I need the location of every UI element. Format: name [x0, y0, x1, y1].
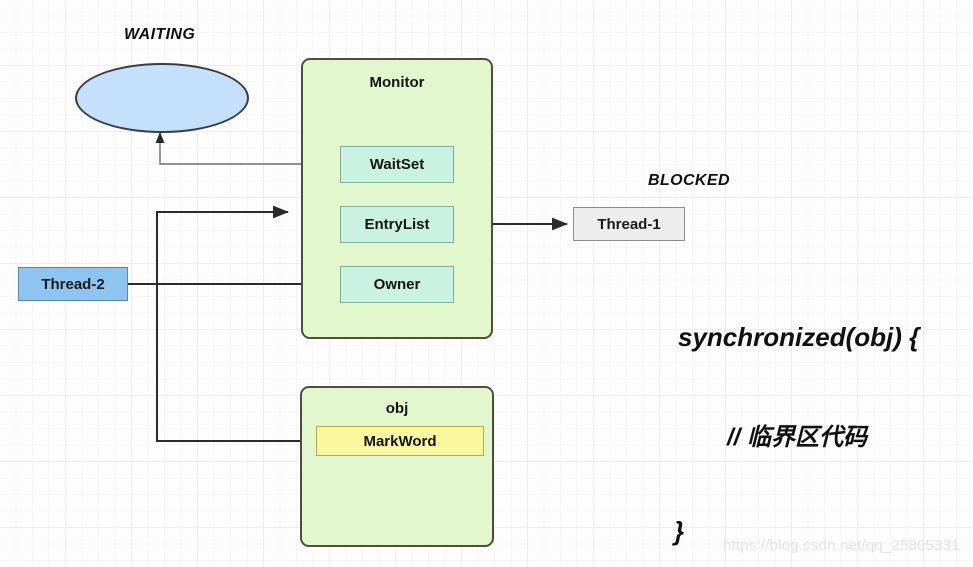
monitor-slot-waitset[interactable]: WaitSet	[340, 146, 454, 183]
thread-1-box[interactable]: Thread-1	[573, 207, 685, 241]
monitor-title: Monitor	[369, 74, 425, 91]
code-comment-line: // 临界区代码	[727, 424, 868, 451]
code-close-brace-line: }	[674, 516, 685, 546]
monitor-slot-entrylist[interactable]: EntryList	[340, 206, 454, 243]
csdn-watermark: https://blog.csdn.net/qq_25805331	[723, 537, 960, 554]
state-label-blocked: BLOCKED	[648, 172, 730, 189]
obj-slot-markword[interactable]: MarkWord	[316, 426, 484, 456]
state-label-waiting: WAITING	[124, 26, 196, 43]
waiting-thread-ellipse[interactable]	[75, 63, 249, 133]
monitor-slot-owner[interactable]: Owner	[340, 266, 454, 303]
code-synchronized-line: synchronized(obj) {	[678, 322, 920, 352]
edge-markword-to-entrylist	[156, 205, 316, 442]
thread-2-box[interactable]: Thread-2	[18, 267, 128, 301]
obj-title: obj	[385, 400, 409, 417]
obj-box[interactable]: obj	[300, 386, 494, 547]
